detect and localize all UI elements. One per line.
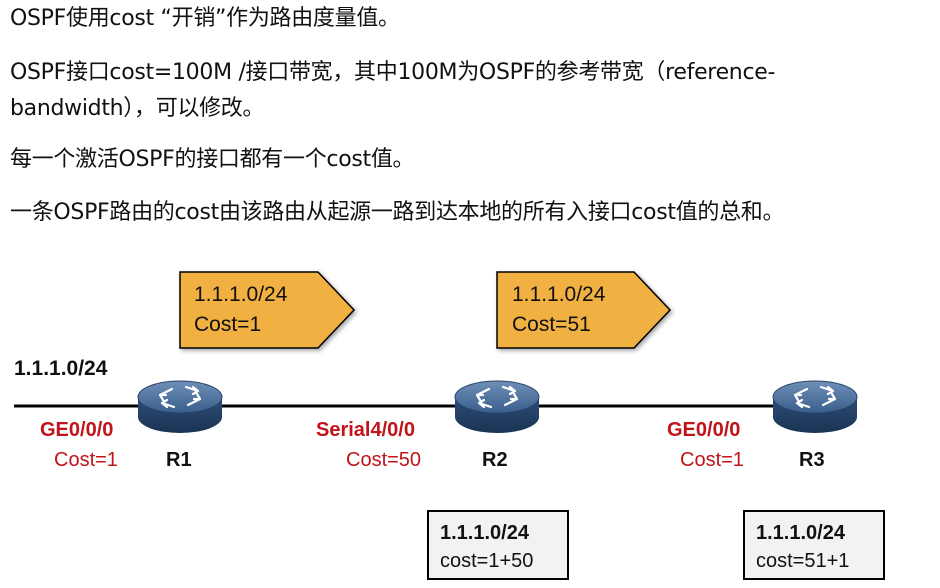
r2-route-table-box (427, 510, 569, 580)
router-r3-icon (772, 380, 858, 433)
arrow-2-cost: Cost=51 (512, 313, 591, 336)
r2-interface-cost: Cost=50 (346, 449, 421, 471)
r3-route-cost: cost=51+1 (756, 550, 849, 572)
text-line-1: OSPF使用cost “开销”作为路由度量值。 (10, 6, 400, 31)
arrow-2-prefix: 1.1.1.0/24 (512, 283, 606, 306)
r3-route-table-box (743, 510, 885, 580)
text-line-4: 一条OSPF路由的cost由该路由从起源一路到达本地的所有入接口cost值的总和… (10, 200, 785, 225)
r3-interface-label: GE0/0/0 (667, 419, 740, 441)
r2-route-cost: cost=1+50 (440, 550, 533, 572)
router-r2-icon (454, 380, 540, 433)
router-r3-name: R3 (799, 449, 825, 471)
network-prefix-label: 1.1.1.0/24 (14, 357, 108, 380)
route-advert-arrow-2 (496, 271, 672, 349)
route-advert-arrow-1 (179, 271, 356, 349)
r1-interface-cost: Cost=1 (54, 449, 118, 471)
text-line-2-cont: bandwidth），可以修改。 (10, 96, 265, 121)
r1-interface-label: GE0/0/0 (40, 419, 113, 441)
arrow-1-prefix: 1.1.1.0/24 (194, 283, 288, 306)
r3-route-prefix: 1.1.1.0/24 (756, 522, 846, 544)
router-r2-name: R2 (482, 449, 508, 471)
r3-interface-cost: Cost=1 (680, 449, 744, 471)
text-line-2: OSPF接口cost=100M /接口带宽，其中100M为OSPF的参考带宽（r… (10, 60, 776, 85)
r2-route-prefix: 1.1.1.0/24 (440, 522, 530, 544)
text-line-3: 每一个激活OSPF的接口都有一个cost值。 (10, 147, 415, 172)
router-r1-name: R1 (166, 449, 192, 471)
router-r1-icon (137, 380, 223, 433)
arrow-1-cost: Cost=1 (194, 313, 261, 336)
r2-interface-label: Serial4/0/0 (316, 419, 415, 441)
